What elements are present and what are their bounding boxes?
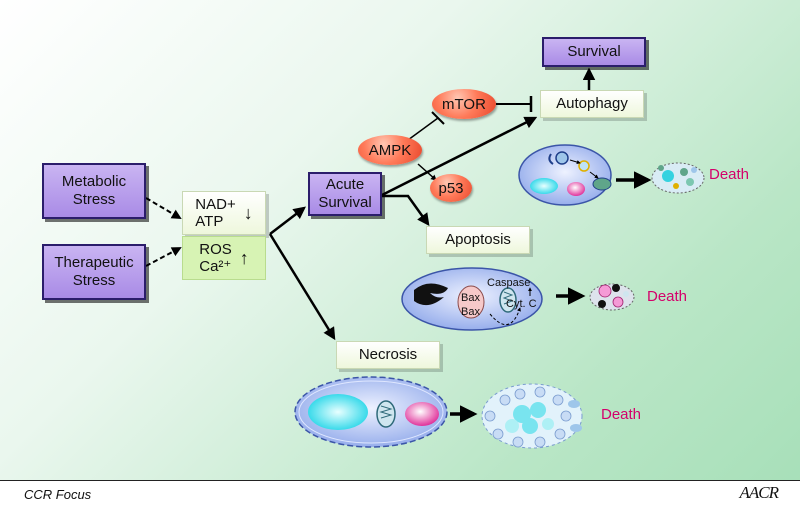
autophagy-cell	[518, 144, 612, 206]
energy-mediator-box: NAD+ ATP ↓	[182, 191, 266, 235]
arrow-acute-to-autophagy	[381, 116, 538, 197]
arrow-therapeutic-to-mediators	[145, 247, 182, 267]
survival-box: Survival	[542, 37, 646, 67]
caspase-label: Caspase	[487, 277, 531, 289]
autophagy-box: Autophagy	[540, 90, 644, 118]
inhibit-ampk-mtor	[407, 117, 439, 141]
arrow-ampk-to-p53	[417, 163, 437, 181]
apoptosis-dead-cell	[589, 283, 635, 311]
increase-arrow: ↑	[239, 248, 249, 268]
acute-survival-box: Acute Survival	[308, 172, 382, 216]
apoptosis-death-label: Death	[647, 288, 688, 305]
ros-label: ROS	[199, 241, 232, 258]
diagram-canvas: Metabolic Stress Therapeutic Stress NAD+…	[42, 37, 750, 449]
aacr-logo: AACR	[739, 483, 779, 502]
decrease-arrow: ↓	[243, 203, 253, 223]
therapeutic-stress-box: Therapeutic Stress	[42, 244, 146, 300]
autophagy-death-label: Death	[709, 166, 750, 183]
p53-oval: p53	[430, 174, 472, 202]
nad-label: NAD+	[195, 196, 236, 213]
footer-label: CCR Focus	[24, 487, 92, 502]
bax-label-1: Bax	[461, 292, 480, 304]
atp-label: ATP	[195, 213, 224, 230]
footer-bar: CCR Focus AACR	[0, 480, 800, 509]
arrow-mediators-to-necrosis	[268, 233, 336, 341]
apoptosis-cell	[401, 267, 543, 331]
necrosis-death-label: Death	[601, 406, 642, 423]
calcium-label: Ca²⁺	[199, 258, 232, 275]
inhibit-ampk-mtor-bar	[431, 111, 445, 125]
necrosis-box: Necrosis	[336, 341, 440, 369]
necrosis-dead-cell	[481, 383, 583, 449]
arrow-mediators-to-acute	[269, 206, 306, 235]
apoptosis-box: Apoptosis	[426, 226, 530, 254]
cyt-c-label: Cyt. C	[506, 298, 537, 310]
necrosis-cell	[294, 376, 448, 448]
arrow-acute-to-apoptosis	[382, 194, 430, 227]
metabolic-stress-box: Metabolic Stress	[42, 163, 146, 219]
connector-layer	[145, 67, 705, 449]
arrow-metabolic-to-mediators	[145, 197, 182, 220]
ros-calcium-box: ROS Ca²⁺ ↑	[182, 236, 266, 280]
ampk-oval: AMPK	[358, 135, 422, 165]
mtor-oval: mTOR	[432, 89, 496, 119]
bax-label-2: Bax	[461, 306, 480, 318]
autophagy-dead-cell	[651, 162, 705, 194]
